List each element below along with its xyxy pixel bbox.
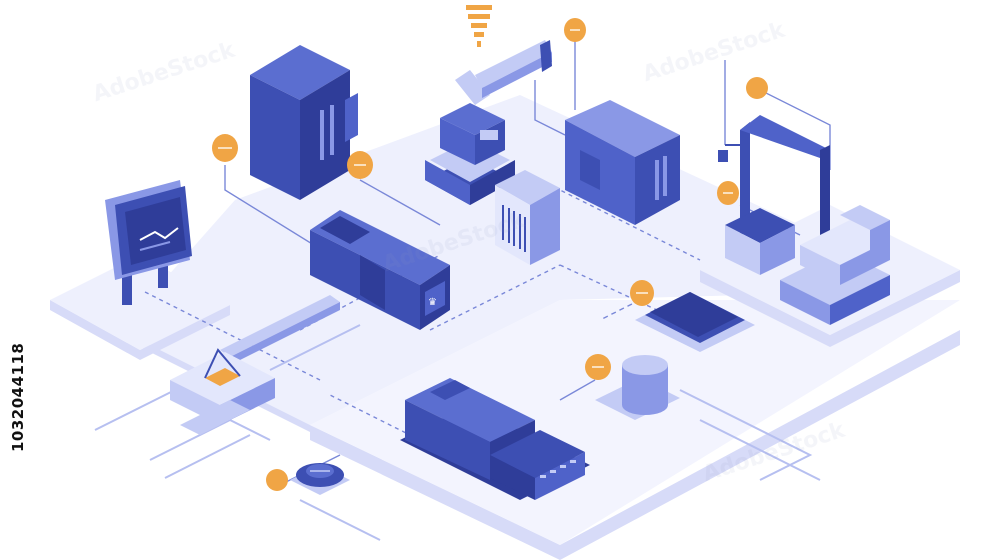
server-tower (250, 45, 358, 200)
canister (595, 355, 680, 420)
monitor-terminal (105, 180, 192, 305)
monitor-platform-side (50, 300, 230, 360)
svg-text:♛: ♛ (428, 297, 437, 308)
signal-icon (466, 5, 492, 47)
monitor-platform-top (50, 255, 230, 350)
conveyor-machine: ♛ (220, 210, 450, 365)
control-cabinet (565, 100, 680, 225)
package-station (170, 348, 275, 435)
gantry-crane (718, 115, 890, 325)
status-bubble (746, 77, 768, 99)
barcode-scanner (495, 170, 560, 265)
bubble-glyphs (218, 29, 733, 368)
barcode-icon (502, 205, 526, 252)
floor-traces (94, 324, 821, 541)
flat-panel (635, 292, 755, 352)
robotic-arm (425, 5, 552, 205)
main-platform-side (310, 330, 960, 560)
sensor-pad (290, 463, 350, 495)
monitor-screen (125, 197, 186, 265)
status-bubble (266, 469, 288, 491)
main-platform-top (310, 300, 960, 545)
production-machine (400, 378, 590, 500)
stock-id-label: 1032044118 (9, 342, 27, 452)
